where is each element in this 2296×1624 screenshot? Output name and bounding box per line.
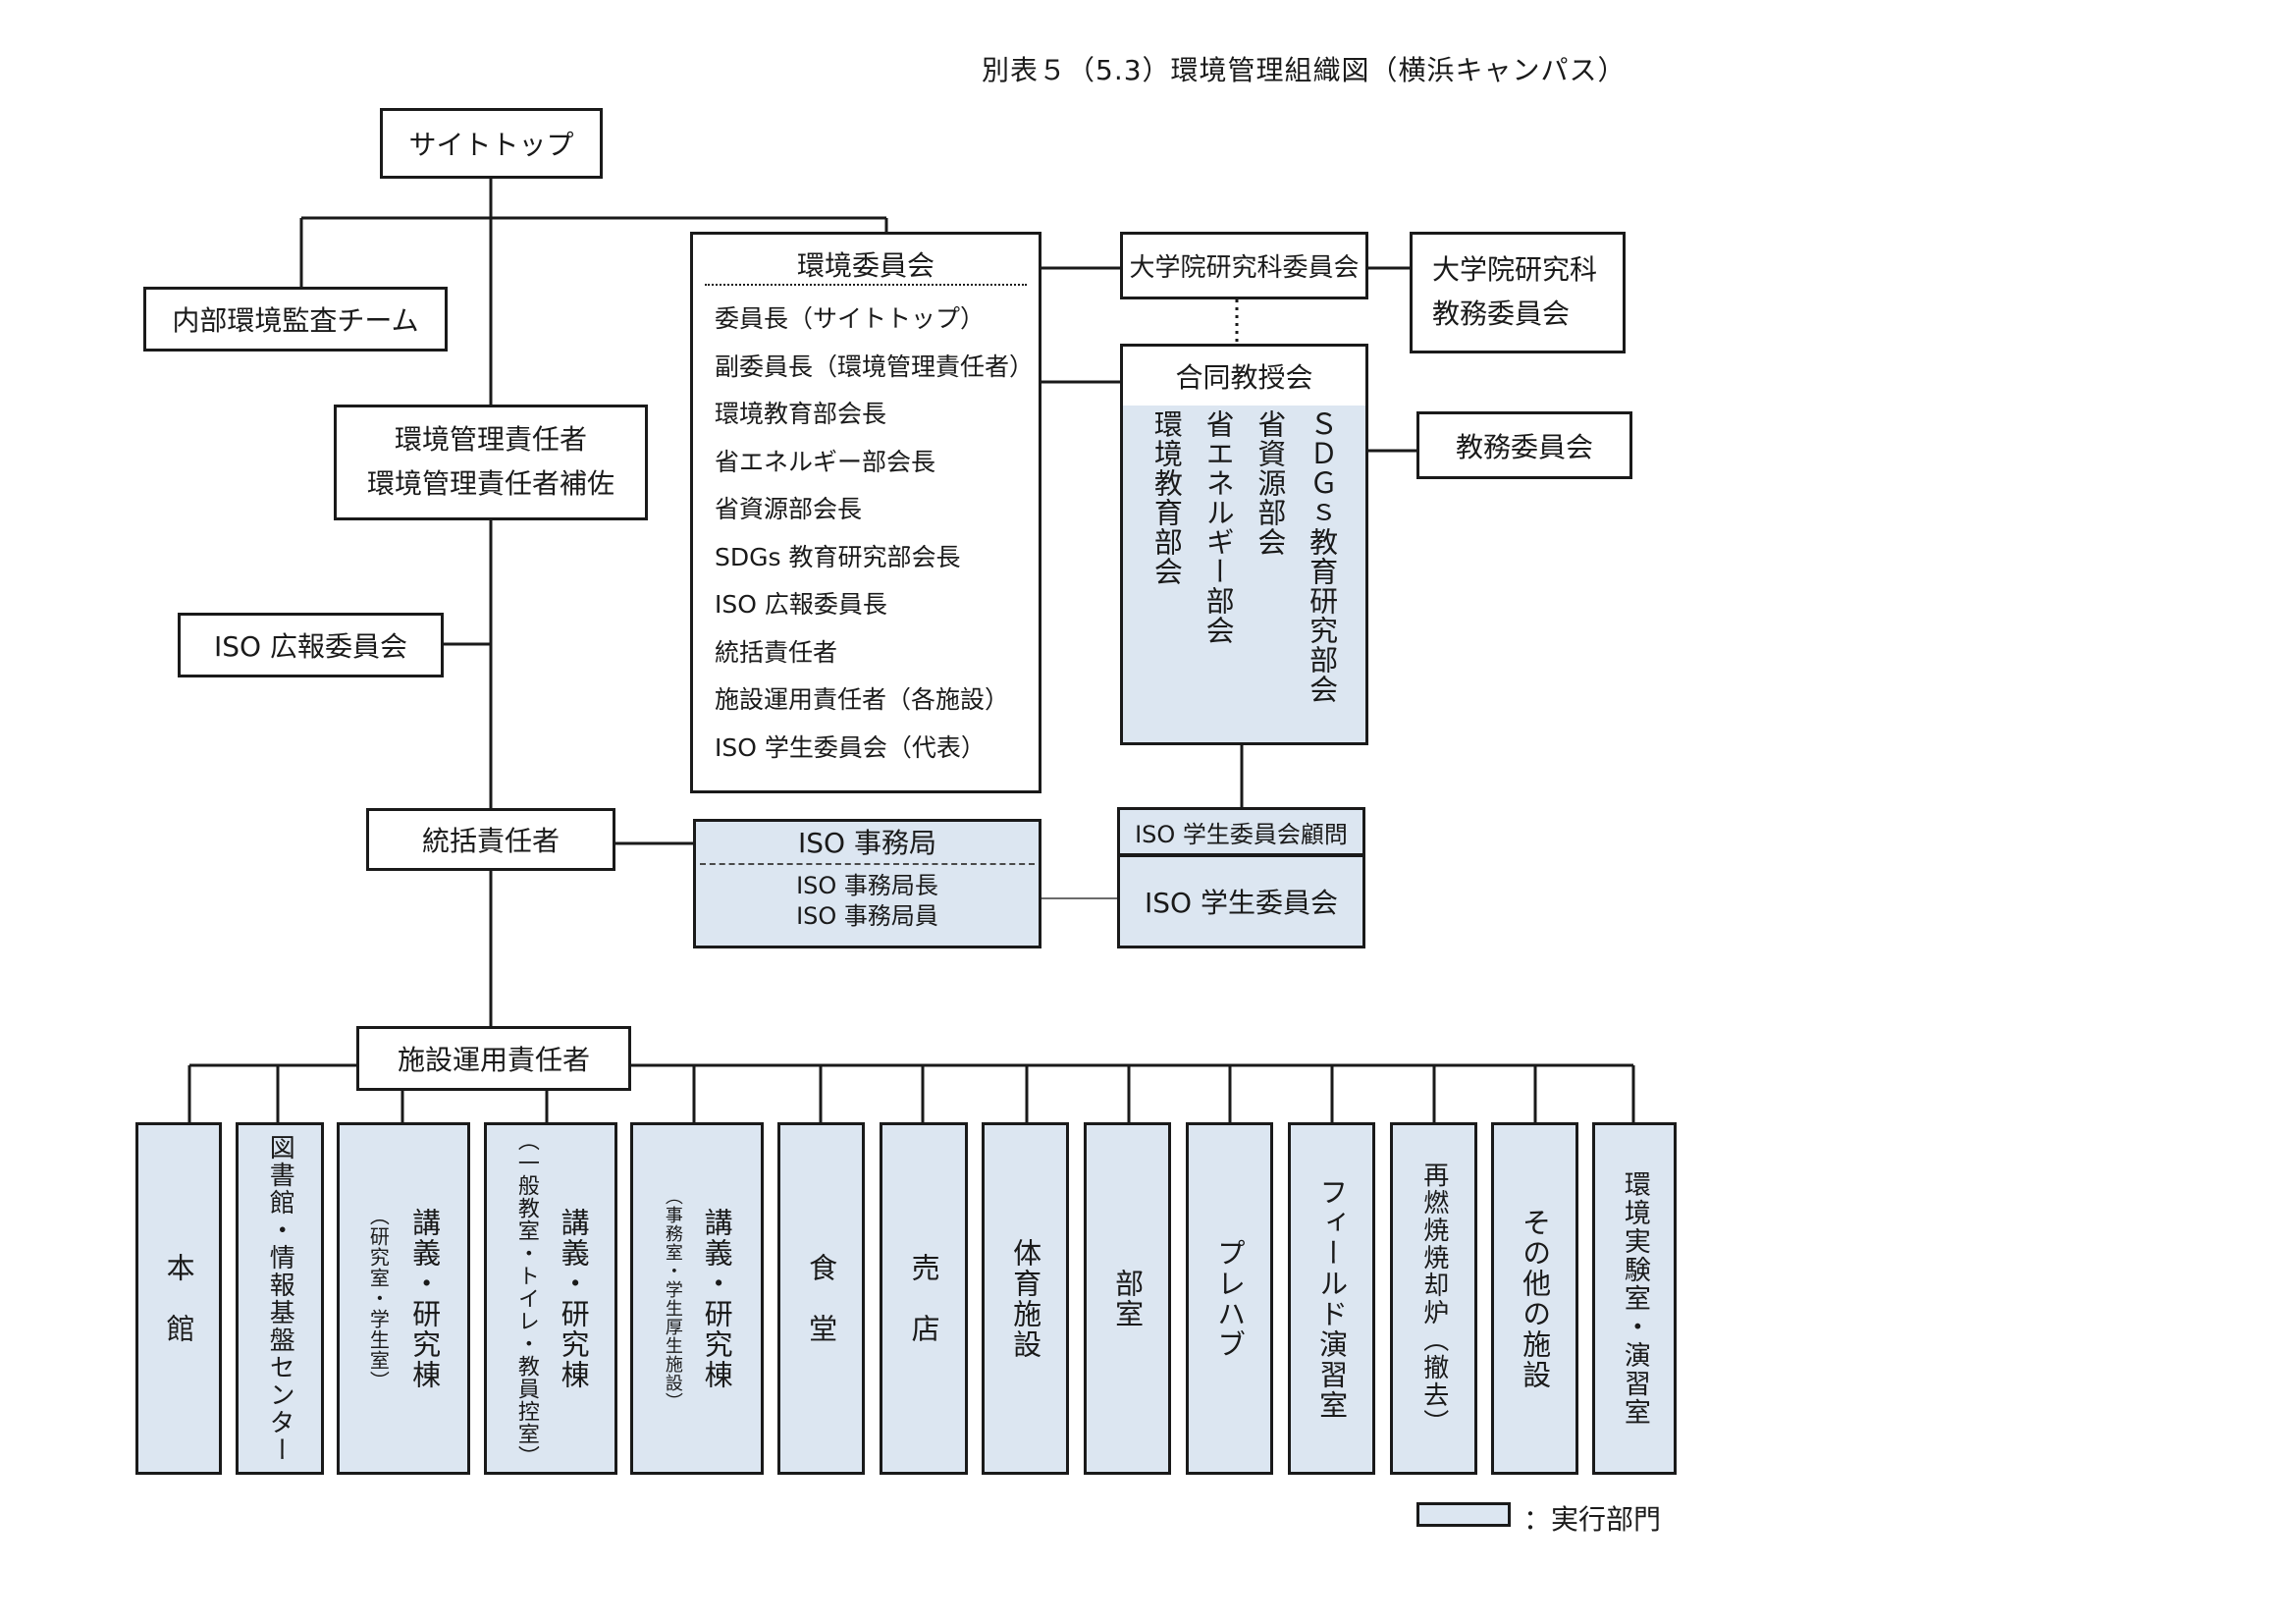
grad-committee-label: 大学院研究科委員会 [1129, 253, 1360, 283]
facility-box: 講義・研究棟 （研究室・学生室） [337, 1122, 470, 1475]
facility-label: 食 堂 [804, 1253, 838, 1344]
env-committee-member: 統括責任者 [715, 637, 838, 667]
iso-office-heading: ISO 事務局 [798, 827, 936, 859]
facility-manager-label: 施設運用責任者 [397, 1044, 590, 1076]
joint-faculty-box: 合同教授会 ＳＤＧｓ教育研究部会 省資源部会 省エネルギー部会 環境教育部会 [1120, 344, 1368, 745]
facility-box: 講義・研究棟 （一般教室・トイレ・教員控室） [484, 1122, 617, 1475]
env-committee-heading: 環境委員会 [796, 249, 934, 282]
facility-label: 図書館・情報基盤センター [265, 1133, 295, 1464]
iso-student-advisor: ISO 学生委員会顧問 [1120, 810, 1362, 857]
facility-box: 再燃焼焼却炉（撤去） [1390, 1122, 1477, 1475]
subcommittee-label: 省エネルギー部会 [1201, 409, 1236, 645]
facility-box: 売 店 [880, 1122, 968, 1475]
internal-audit-label: 内部環境監査チーム [172, 304, 419, 337]
iso-pr-committee-label: ISO 広報委員会 [214, 630, 407, 663]
facility-label: プレハブ [1212, 1237, 1247, 1360]
env-committee-member: 環境教育部会長 [715, 400, 887, 428]
facility-label: 環境実験室・演習室 [1619, 1170, 1650, 1427]
site-top-label: サイトトップ [408, 129, 574, 161]
facility-box: 本 館 [135, 1122, 222, 1475]
env-committee-member: 省資源部会長 [715, 495, 863, 523]
facility-box: その他の施設 [1491, 1122, 1578, 1475]
grad-affairs-box: 大学院研究科 教務委員会 [1410, 232, 1626, 353]
facility-box: 食 堂 [777, 1122, 865, 1475]
facility-sublabel: （研究室・学生室） [366, 1206, 391, 1391]
facility-box: プレハブ [1186, 1122, 1273, 1475]
facility-label: 体育施設 [1008, 1237, 1042, 1360]
facility-sublabel: （事務室・学生厚生施設） [662, 1186, 683, 1411]
env-committee-member: ISO 学生委員会（代表） [715, 732, 986, 762]
facility-box: 図書館・情報基盤センター [236, 1122, 324, 1475]
iso-office-box: ISO 事務局 ISO 事務局長 ISO 事務局員 [693, 819, 1041, 948]
facility-label: その他の施設 [1518, 1207, 1552, 1390]
general-manager-box: 統括責任者 [366, 808, 615, 871]
env-committee-box: 環境委員会 委員長（サイトトップ） 副委員長（環境管理責任者） 環境教育部会長 … [690, 232, 1041, 793]
env-committee-member: SDGs 教育研究部会長 [715, 542, 961, 571]
grad-affairs-label-2: 教務委員会 [1432, 298, 1571, 330]
general-manager-label: 統括責任者 [421, 825, 560, 857]
env-manager-label: 環境管理責任者 [394, 423, 587, 457]
chart-title: 別表５（5.3）環境管理組織図（横浜キャンパス） [982, 54, 1627, 86]
env-committee-member: ISO 広報委員長 [715, 590, 887, 619]
env-committee-member-list: 委員長（サイトトップ） 副委員長（環境管理責任者） 環境教育部会長 省エネルギー… [715, 296, 1034, 772]
env-committee-member: 副委員長（環境管理責任者） [715, 352, 1035, 381]
facility-label: フィールド演習室 [1314, 1176, 1349, 1421]
env-committee-member: 省エネルギー部会長 [715, 447, 936, 476]
facility-box: 体育施設 [982, 1122, 1069, 1475]
iso-office-member: ISO 事務局長 [796, 872, 938, 899]
facility-label: 講義・研究棟 [557, 1207, 591, 1390]
subcommittee-label: 環境教育部会 [1149, 409, 1184, 586]
iso-office-member: ISO 事務局員 [796, 902, 938, 931]
grad-committee-box: 大学院研究科委員会 [1120, 232, 1368, 299]
internal-audit-box: 内部環境監査チーム [143, 287, 448, 352]
facility-label: 売 店 [907, 1253, 941, 1344]
subcommittee-label: 省資源部会 [1253, 409, 1287, 557]
iso-office-divider [700, 863, 1035, 865]
facility-label: 本 館 [162, 1253, 196, 1344]
legend-label: ：実行部門 [1523, 1503, 1662, 1536]
env-committee-member: 施設運用責任者（各施設） [715, 685, 1010, 714]
academic-affairs-box: 教務委員会 [1416, 411, 1632, 479]
grad-affairs-label-1: 大学院研究科 [1432, 253, 1598, 287]
facility-box: フィールド演習室 [1288, 1122, 1375, 1475]
subcommittee-label: ＳＤＧｓ教育研究部会 [1305, 409, 1339, 704]
iso-student-box: ISO 学生委員会顧問 ISO 学生委員会 [1117, 807, 1365, 948]
facility-box: 部室 [1084, 1122, 1171, 1475]
joint-faculty-heading-box: 合同教授会 [1123, 347, 1365, 408]
facility-box: 講義・研究棟 （事務室・学生厚生施設） [630, 1122, 764, 1475]
facility-manager-box: 施設運用責任者 [356, 1026, 631, 1091]
iso-office-members: ISO 事務局長 ISO 事務局員 [696, 871, 1039, 932]
site-top-box: サイトトップ [380, 108, 603, 179]
facility-label: 講義・研究棟 [407, 1207, 442, 1390]
facility-label: 講義・研究棟 [700, 1207, 734, 1390]
facility-box: 環境実験室・演習室 [1592, 1122, 1677, 1475]
facility-label: 部室 [1110, 1268, 1145, 1329]
iso-pr-committee-box: ISO 広報委員会 [178, 613, 444, 677]
env-committee-member: 委員長（サイトトップ） [715, 304, 986, 333]
iso-student-name: ISO 学生委員会 [1145, 887, 1338, 919]
academic-affairs-label: 教務委員会 [1455, 430, 1593, 463]
facility-sublabel: （一般教室・トイレ・教員控室） [513, 1129, 539, 1468]
env-manager-assistant-label: 環境管理責任者補佐 [366, 467, 614, 500]
facility-label: 再燃焼焼却炉（撤去） [1418, 1161, 1449, 1436]
env-committee-divider [705, 284, 1027, 286]
legend-swatch [1416, 1502, 1511, 1527]
env-manager-box: 環境管理責任者 環境管理責任者補佐 [334, 405, 648, 520]
subcommittee-area: ＳＤＧｓ教育研究部会 省資源部会 省エネルギー部会 環境教育部会 [1123, 406, 1365, 742]
joint-faculty-heading: 合同教授会 [1175, 361, 1313, 394]
